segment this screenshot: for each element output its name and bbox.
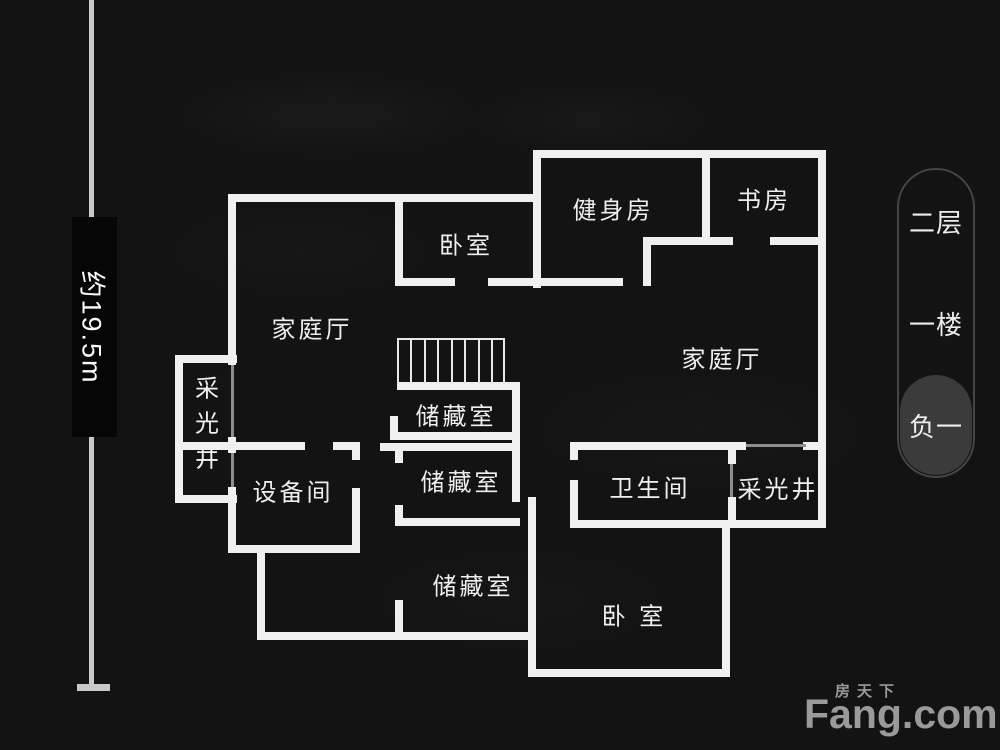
dimension-label: 约19.5m	[77, 269, 108, 385]
room-label-storage-middle: 储藏室	[420, 468, 502, 497]
room-label-bedroom-bottom: 卧 室	[601, 602, 667, 631]
floor-option-2f[interactable]: 二层	[908, 207, 963, 238]
walls	[175, 150, 826, 677]
dimension-label-box: 约19.5m	[72, 217, 117, 437]
room-label-bedroom-top: 卧室	[439, 231, 493, 260]
floor-option-1f[interactable]: 一楼	[908, 309, 963, 340]
room-label-family-hall-right: 家庭厅	[681, 345, 763, 374]
room-label-light-well-left: 采光井	[190, 375, 219, 481]
room-label-study: 书房	[737, 186, 791, 215]
floor-switcher: 二层 一楼 负一	[897, 168, 975, 478]
room-label-family-hall-left: 家庭厅	[271, 315, 353, 344]
room-label-storage-bottom: 储藏室	[432, 572, 514, 601]
room-label-bathroom: 卫生间	[609, 474, 691, 503]
room-label-equipment-room: 设备间	[252, 478, 334, 507]
room-label-light-well-right: 采光井	[737, 475, 819, 504]
room-label-storage-under-stairs: 储藏室	[415, 402, 497, 431]
window-lines	[231, 365, 806, 497]
floor-option-b1[interactable]: 负一	[900, 375, 972, 475]
fang-logo-chinese: 房天下	[835, 683, 902, 700]
room-label-gym: 健身房	[572, 196, 654, 225]
stairs-icon	[397, 338, 505, 384]
fang-logo-english: Fang.com	[804, 691, 998, 737]
dimension-line-end-cap	[77, 684, 110, 691]
